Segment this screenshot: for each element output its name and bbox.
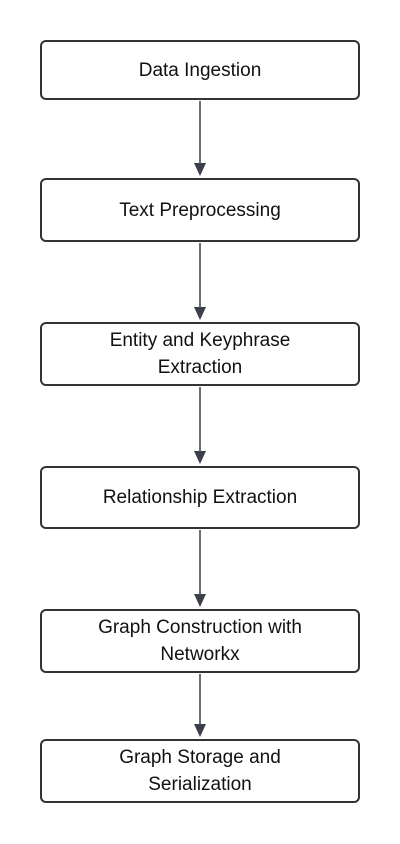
step-entity-keyphrase-extraction: Entity and Keyphrase Extraction xyxy=(40,322,360,386)
step-label: Graph Storage and Serialization xyxy=(119,747,281,795)
step-label: Data Ingestion xyxy=(138,59,262,81)
step-label: Entity and Keyphrase Extraction xyxy=(109,330,291,378)
arrow-2 xyxy=(194,243,206,320)
step-graph-construction: Graph Construction with Networkx xyxy=(40,609,360,673)
arrow-4 xyxy=(194,530,206,607)
step-text-preprocessing: Text Preprocessing xyxy=(40,178,360,242)
step-relationship-extraction: Relationship Extraction xyxy=(40,466,360,529)
arrow-5 xyxy=(194,674,206,737)
step-data-ingestion: Data Ingestion xyxy=(40,40,360,100)
step-label: Relationship Extraction xyxy=(102,487,298,508)
step-label: Text Preprocessing xyxy=(119,199,281,221)
step-label: Graph Construction with Networkx xyxy=(98,617,302,665)
arrow-1 xyxy=(194,101,206,176)
arrow-3 xyxy=(194,387,206,464)
step-graph-storage: Graph Storage and Serialization xyxy=(40,739,360,803)
